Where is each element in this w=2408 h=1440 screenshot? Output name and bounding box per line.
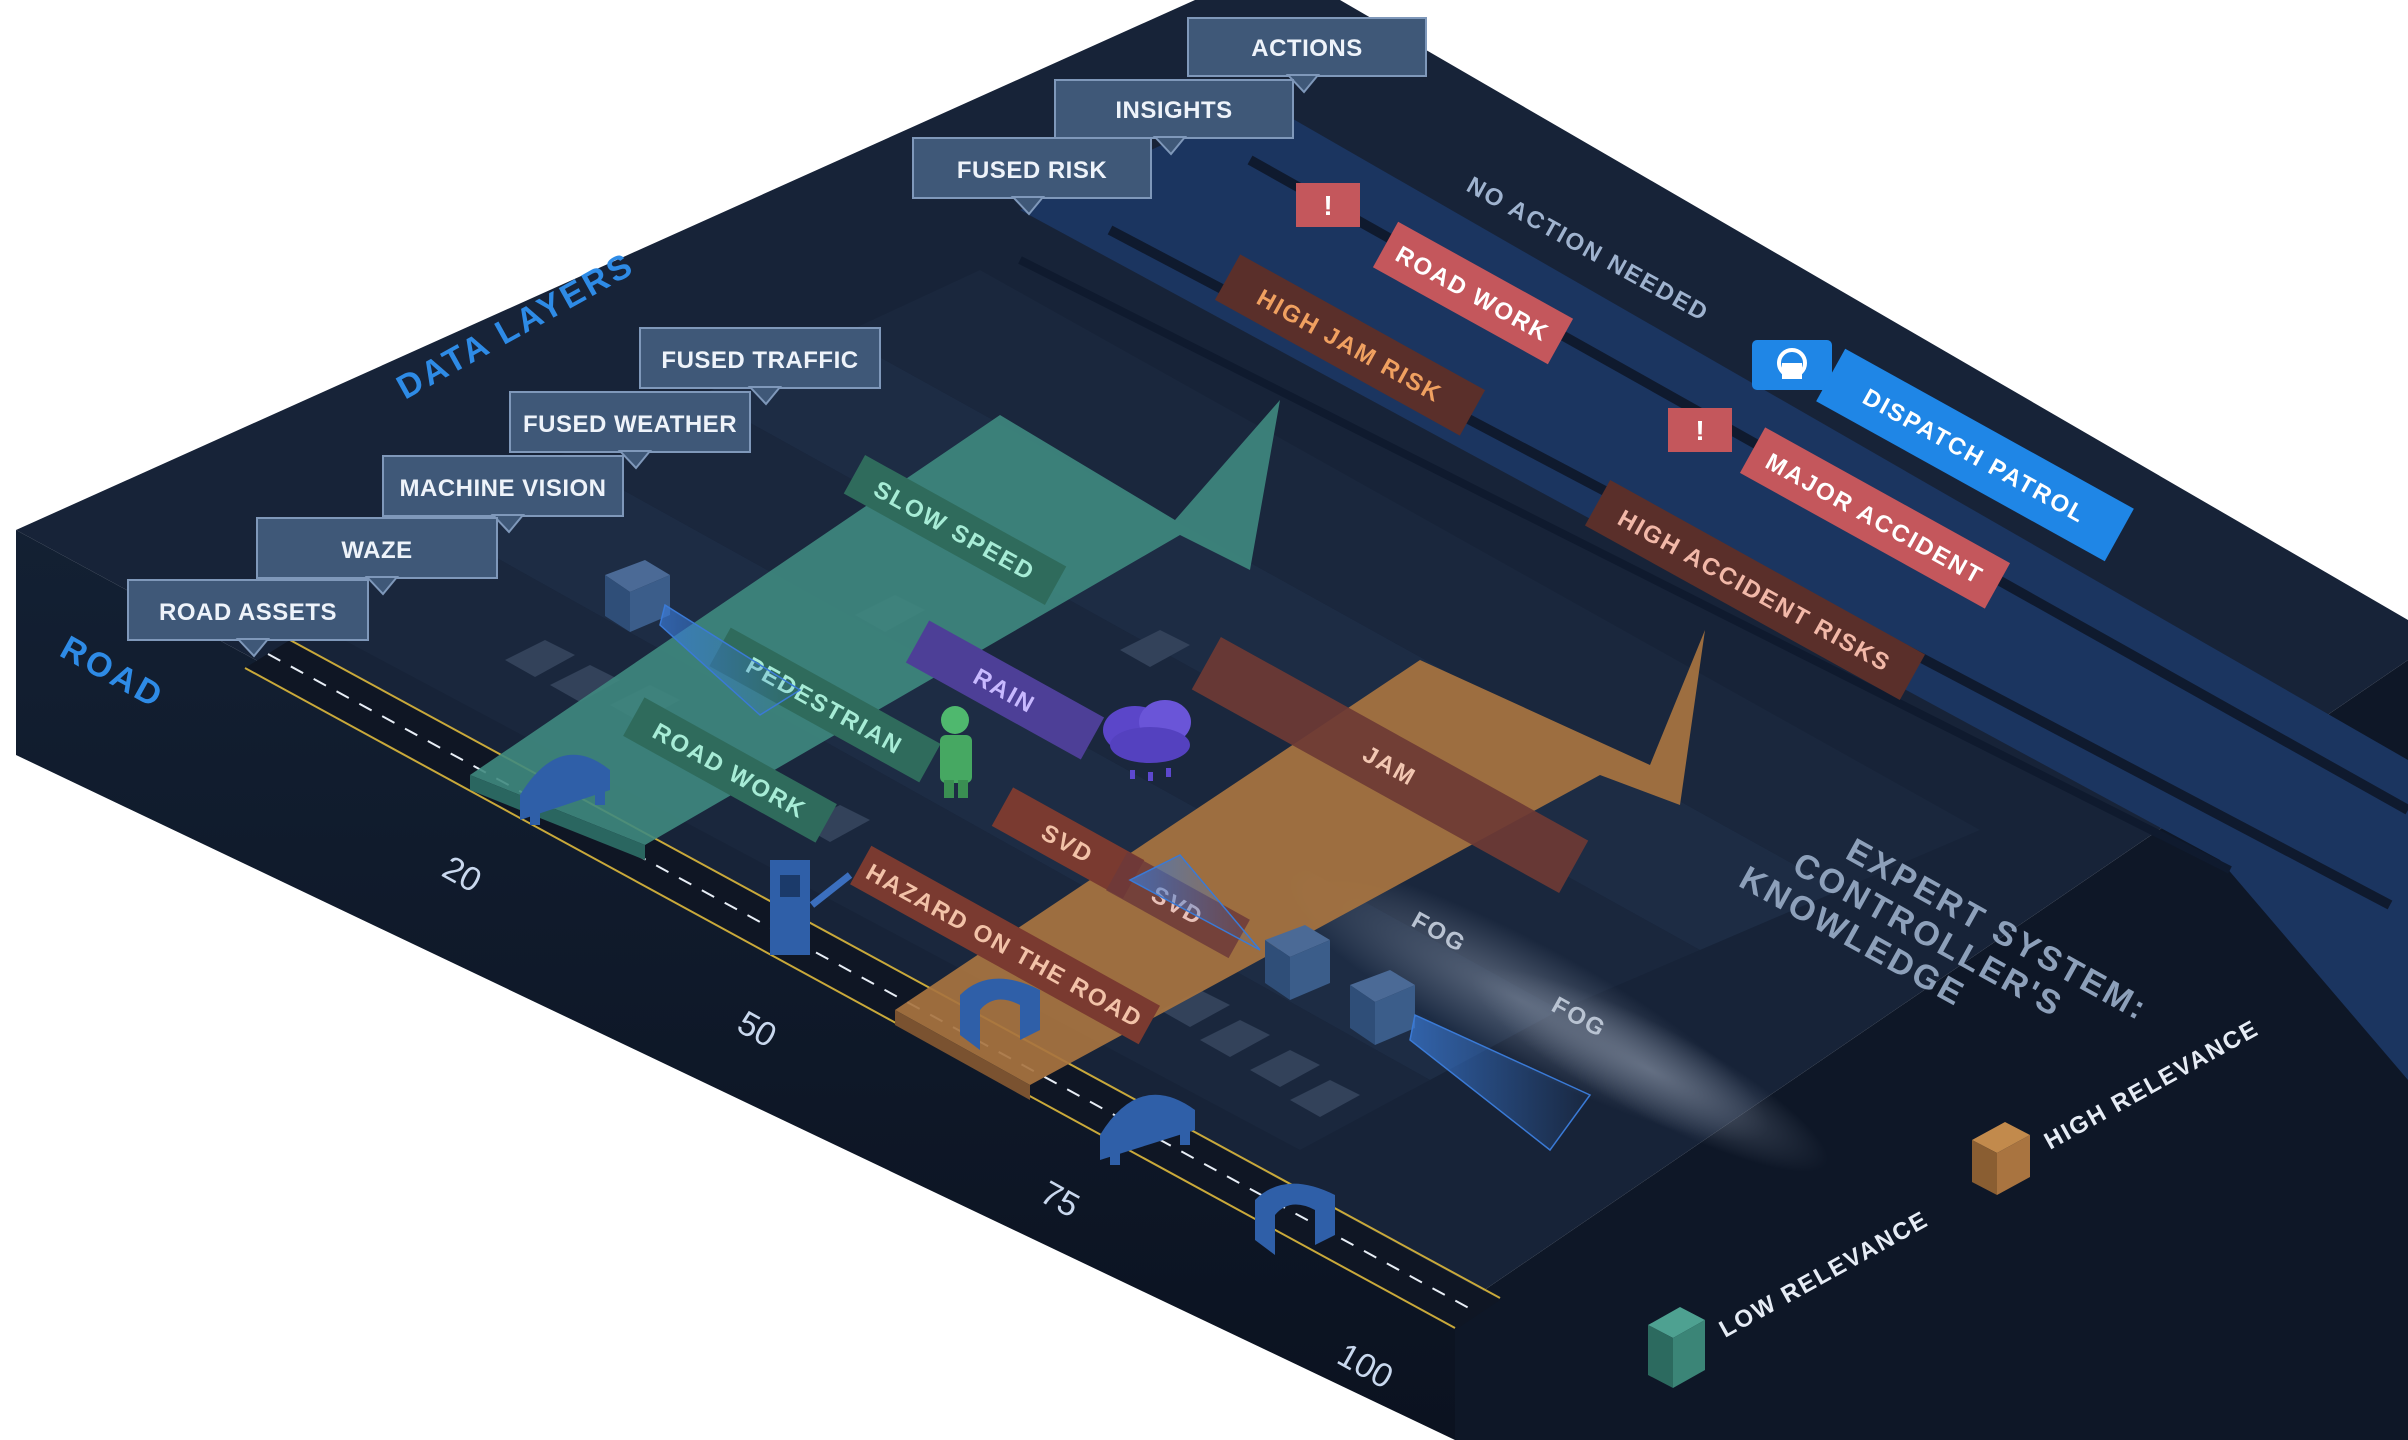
bridge-icon bbox=[520, 754, 610, 825]
chip-jam: JAM bbox=[1191, 636, 1589, 894]
camera-beam bbox=[1128, 854, 1261, 951]
lock-button[interactable] bbox=[1752, 340, 1832, 390]
callout-label-road-assets: ROAD ASSETS bbox=[159, 599, 337, 626]
pedestrian-icon bbox=[940, 706, 972, 798]
road-barrier-icon bbox=[770, 860, 853, 955]
alert-icon: ! bbox=[1296, 183, 1360, 227]
board-right-side bbox=[1455, 660, 2408, 1440]
fog-cloud bbox=[1271, 858, 1828, 1172]
svg-text:!: ! bbox=[1323, 190, 1332, 221]
board-left-side bbox=[16, 530, 1455, 1440]
callout-road-assets: ROAD ASSETS bbox=[127, 579, 369, 658]
tunnel-icon bbox=[960, 978, 1040, 1050]
callout-label-insights: INSIGHTS bbox=[1115, 97, 1232, 124]
callout-fused-weather: FUSED WEATHER bbox=[509, 391, 751, 470]
band-divider-3 bbox=[1018, 256, 2232, 874]
camera-icon bbox=[1265, 925, 1330, 1000]
camera-icon bbox=[1350, 970, 1592, 1152]
svg-text:!: ! bbox=[1695, 415, 1704, 446]
callout-label-fused-weather: FUSED WEATHER bbox=[523, 411, 737, 438]
callout-actions: ACTIONS bbox=[1187, 17, 1427, 94]
road-edge-line-1 bbox=[244, 667, 1456, 1329]
callout-label-waze: WAZE bbox=[341, 537, 412, 564]
camera-icon bbox=[605, 560, 802, 716]
callout-fused-traffic: FUSED TRAFFIC bbox=[639, 327, 881, 406]
callout-label-fused-traffic: FUSED TRAFFIC bbox=[661, 347, 858, 374]
callout-waze: WAZE bbox=[256, 517, 498, 596]
tunnel-icon bbox=[1255, 1183, 1335, 1255]
alert-icon: ! bbox=[1668, 408, 1732, 452]
bridge-icon bbox=[1100, 1094, 1195, 1165]
rain-cloud-icon bbox=[1103, 700, 1191, 781]
callout-fused-risk: FUSED RISK bbox=[912, 137, 1152, 216]
callout-label-actions: ACTIONS bbox=[1251, 35, 1363, 62]
layer-stripe-5 bbox=[840, 270, 1980, 890]
callout-label-fused-risk: FUSED RISK bbox=[957, 157, 1108, 184]
callout-label-machine-vision: MACHINE VISION bbox=[399, 475, 606, 502]
callout-insights: INSIGHTS bbox=[1054, 79, 1294, 156]
callout-machine-vision: MACHINE VISION bbox=[382, 455, 624, 534]
